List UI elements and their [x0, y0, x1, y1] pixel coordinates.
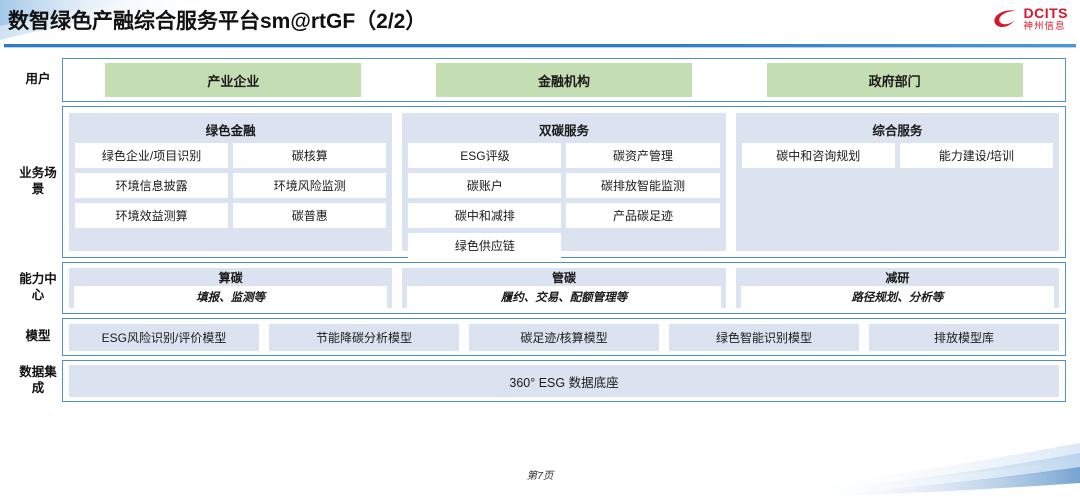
logo-name: DCITS: [1023, 5, 1068, 21]
row-business-scenarios: 业务场景 绿色金融 绿色企业/项目识别 碳核算 环境信息披露 环境风险监测 环境…: [14, 106, 1066, 258]
user-cell: 金融机构: [399, 63, 730, 97]
capability-subtitle: 路径规划、分析等: [740, 286, 1054, 309]
scenario-chip[interactable]: 环境风险监测: [233, 173, 387, 198]
scenario-chip[interactable]: 碳普惠: [233, 203, 387, 228]
scenario-chip[interactable]: 能力建设/培训: [899, 143, 1053, 168]
capability-title: 算碳: [218, 271, 243, 285]
title-divider-light: [4, 47, 1076, 48]
architecture-diagram: 用户 产业企业 金融机构 政府部门 业务场景 绿色金融 绿色企业/项目识别 碳核…: [14, 58, 1066, 406]
user-chip-industry[interactable]: 产业企业: [105, 63, 362, 97]
dcits-swirl-icon: [993, 10, 1016, 27]
row-label-business-scenarios: 业务场景: [19, 166, 57, 196]
row-users: 用户 产业企业 金融机构 政府部门: [14, 58, 1066, 102]
user-chip-government[interactable]: 政府部门: [766, 63, 1023, 97]
page-title: 数智绿色产融综合服务平台sm@rtGF（2/2）: [8, 10, 427, 33]
capability-title: 减研: [885, 271, 910, 285]
capability-group-reduce-research[interactable]: 减研 路径规划、分析等: [735, 268, 1059, 309]
scenario-items: ESG评级 碳资产管理 碳账户 碳排放智能监测 碳中和减排 产品碳足迹 绿色供应…: [408, 143, 720, 258]
scenario-group-title: 绿色金融: [205, 124, 256, 138]
row-label-users: 用户: [25, 72, 51, 87]
scenario-group-comprehensive: 综合服务 碳中和咨询规划 能力建设/培训: [735, 113, 1059, 251]
brand-logo: DCITS 神州信息: [993, 6, 1069, 32]
page-number: 第7页: [526, 470, 554, 482]
row-label-models: 模型: [25, 329, 51, 344]
logo-subtitle: 神州信息: [1023, 21, 1066, 32]
scenario-chip[interactable]: 碳资产管理: [566, 143, 720, 168]
row-body-capability-center: 算碳 填报、监测等 管碳 履约、交易、配额管理等 减研 路径规划、分析等: [62, 262, 1066, 314]
model-chip[interactable]: ESG风险识别/评价模型: [69, 323, 259, 351]
model-chip[interactable]: 节能降碳分析模型: [269, 323, 459, 351]
user-cell: 产业企业: [68, 63, 399, 97]
scenario-group-title: 双碳服务: [538, 124, 589, 138]
user-chip-financial[interactable]: 金融机构: [436, 63, 692, 97]
data-chip-esg-foundation[interactable]: 360° ESG 数据底座: [69, 365, 1059, 397]
scenario-chip[interactable]: 产品碳足迹: [566, 203, 720, 228]
scenario-chip[interactable]: 碳排放智能监测: [566, 173, 720, 198]
scenario-group-title: 综合服务: [872, 124, 923, 138]
scenario-chip[interactable]: 碳中和减排: [408, 203, 562, 228]
row-label-capability-center: 能力中心: [19, 272, 57, 302]
capability-subtitle: 填报、监测等: [74, 286, 388, 309]
capability-group-manage-carbon[interactable]: 管碳 履约、交易、配额管理等: [402, 268, 726, 309]
model-chip[interactable]: 碳足迹/核算模型: [469, 323, 659, 351]
row-capability-center: 能力中心 算碳 填报、监测等 管碳 履约、交易、配额管理等 减研 路径规划、分析…: [14, 262, 1066, 314]
title-bar: 数智绿色产融综合服务平台sm@rtGF（2/2） DCITS 神州信息: [0, 0, 1080, 48]
scenario-items: 碳中和咨询规划 能力建设/培训: [741, 143, 1053, 168]
scenario-chip[interactable]: 环境效益测算: [75, 203, 229, 228]
scenario-chip[interactable]: 碳账户: [408, 173, 562, 198]
row-body-data-integration: 360° ESG 数据底座: [62, 360, 1066, 402]
scenario-group-green-finance: 绿色金融 绿色企业/项目识别 碳核算 环境信息披露 环境风险监测 环境效益测算 …: [69, 113, 393, 251]
user-cell: 政府部门: [729, 63, 1060, 97]
row-body-users: 产业企业 金融机构 政府部门: [62, 58, 1066, 102]
capability-title: 管碳: [551, 271, 576, 285]
scenario-chip[interactable]: 环境信息披露: [75, 173, 229, 198]
row-data-integration: 数据集成 360° ESG 数据底座: [14, 360, 1066, 402]
model-chip[interactable]: 绿色智能识别模型: [669, 323, 859, 351]
row-body-models: ESG风险识别/评价模型 节能降碳分析模型 碳足迹/核算模型 绿色智能识别模型 …: [62, 318, 1066, 356]
capability-group-calc-carbon[interactable]: 算碳 填报、监测等: [69, 268, 393, 309]
scenario-group-dual-carbon: 双碳服务 ESG评级 碳资产管理 碳账户 碳排放智能监测 碳中和减排 产品碳足迹…: [402, 113, 726, 258]
scenario-chip[interactable]: 绿色供应链: [408, 233, 562, 258]
row-models: 模型 ESG风险识别/评价模型 节能降碳分析模型 碳足迹/核算模型 绿色智能识别…: [14, 318, 1066, 356]
scenario-chip[interactable]: ESG评级: [408, 143, 562, 168]
scenario-chip[interactable]: 绿色企业/项目识别: [75, 143, 229, 168]
title-divider: [4, 44, 1076, 47]
model-chip[interactable]: 排放模型库: [869, 323, 1059, 351]
scenario-chip[interactable]: 碳核算: [233, 143, 387, 168]
scenario-chip[interactable]: 碳中和咨询规划: [741, 143, 895, 168]
row-body-business-scenarios: 绿色金融 绿色企业/项目识别 碳核算 环境信息披露 环境风险监测 环境效益测算 …: [62, 106, 1066, 258]
scenario-items: 绿色企业/项目识别 碳核算 环境信息披露 环境风险监测 环境效益测算 碳普惠: [75, 143, 387, 228]
row-label-data-integration: 数据集成: [19, 365, 57, 395]
capability-subtitle: 履约、交易、配额管理等: [407, 286, 721, 309]
